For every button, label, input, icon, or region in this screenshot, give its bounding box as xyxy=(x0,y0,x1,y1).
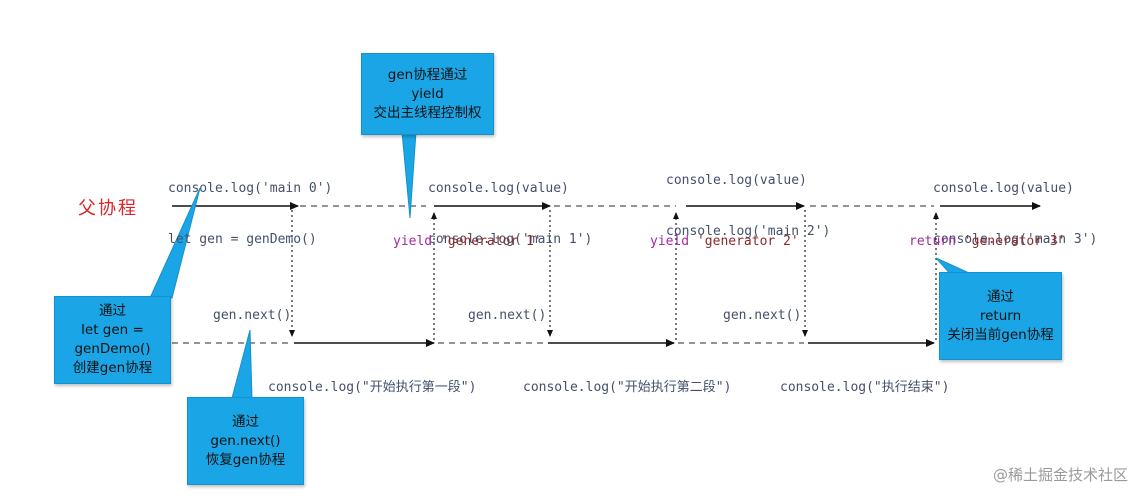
next-callout-pointer xyxy=(231,329,253,399)
create-callout: 通过 let gen = genDemo() 创建gen协程 xyxy=(54,296,171,384)
return-callout-line1: 通过 xyxy=(987,288,1014,305)
create-callout-line4: 创建gen协程 xyxy=(72,360,153,376)
log-end: console.log("执行结束") xyxy=(780,380,950,395)
yield-callout-line3: 交出主线程控制权 xyxy=(373,104,482,121)
code-main1-line1: console.log(value) xyxy=(428,181,569,196)
yield-callout: gen协程通过 yield 交出主线程控制权 xyxy=(361,53,494,135)
gen-next-1: gen.next() xyxy=(213,308,292,323)
create-callout-line1: 通过 xyxy=(99,303,126,319)
next-callout-line3: 恢复gen协程 xyxy=(205,451,286,468)
yield-callout-line1: gen协程通过 xyxy=(387,66,468,83)
code-main3-line2: console.log('main 3') xyxy=(933,232,1098,247)
code-main0-line1: console.log('main 0') xyxy=(168,181,333,196)
code-main1: console.log(value) console.log('main 1') xyxy=(428,146,592,265)
yield-2-label: yield 'generator 2' xyxy=(650,234,799,249)
code-main2: console.log(value) console.log('main 2') xyxy=(666,138,830,257)
yield-callout-line2: yield xyxy=(411,85,444,102)
return-callout-line3: 关闭当前gen协程 xyxy=(947,326,1054,343)
code-main3: console.log(value) console.log('main 3') xyxy=(933,146,1097,265)
create-callout-line2: let gen = xyxy=(81,322,144,338)
create-callout-line3: genDemo() xyxy=(74,341,151,357)
watermark: @稀土掘金技术社区 xyxy=(992,466,1128,484)
next-callout: 通过 gen.next() 恢复gen协程 xyxy=(187,397,304,485)
parent-coroutine-label: 父协程 xyxy=(78,198,138,219)
code-main2-line1: console.log(value) xyxy=(666,173,807,188)
gen-next-3: gen.next() xyxy=(723,308,802,323)
code-main3-line1: console.log(value) xyxy=(933,181,1074,196)
return-3-label: return 'generator 3' xyxy=(909,234,1066,249)
return-callout: 通过 return 关闭当前gen协程 xyxy=(939,272,1062,360)
log-seg1: console.log("开始执行第一段") xyxy=(268,380,477,395)
gen-next-2: gen.next() xyxy=(468,308,547,323)
code-main1-line2: console.log('main 1') xyxy=(428,232,593,247)
return-callout-line2: return xyxy=(979,307,1022,324)
yield-callout-pointer xyxy=(401,131,417,219)
yield-1-label: yield 'generator 1' xyxy=(393,234,542,249)
next-callout-line2: gen.next() xyxy=(210,432,281,449)
log-seg2: console.log("开始执行第二段") xyxy=(523,380,732,395)
code-main2-line2: console.log('main 2') xyxy=(666,224,831,239)
code-main0-line2: let gen = genDemo() xyxy=(168,232,317,247)
code-main0: console.log('main 0') let gen = genDemo(… xyxy=(168,146,332,265)
next-callout-line1: 通过 xyxy=(232,413,259,430)
